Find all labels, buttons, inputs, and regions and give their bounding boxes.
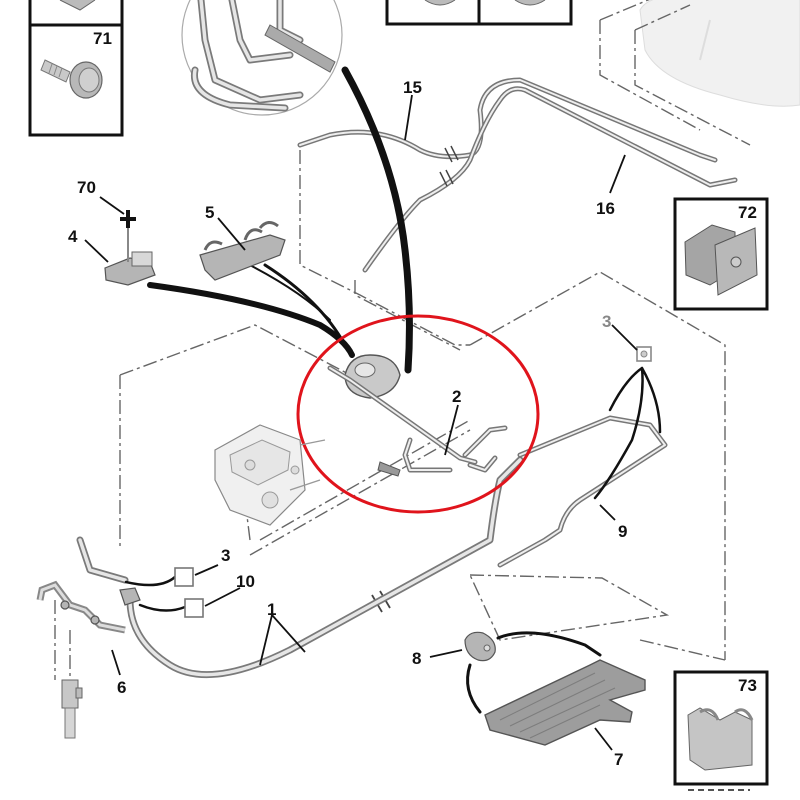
callout-label-8: 8 (412, 649, 421, 668)
inset-boxes-top-center (385, 0, 573, 26)
injector (61, 679, 83, 739)
under-tray-7[interactable] (484, 659, 646, 746)
callout-label-16: 16 (596, 199, 615, 218)
fastener-pin-70[interactable] (120, 210, 136, 262)
callout-label-72: 72 (738, 203, 757, 222)
connector-clip-3-right[interactable] (636, 346, 652, 362)
callout-label-2: 2 (452, 387, 461, 406)
bolt-icon (40, 59, 103, 99)
injector-pipe-group[interactable] (76, 536, 187, 612)
double-pipe-clip-icon (687, 707, 754, 771)
inset-box-71[interactable]: 71 (28, 23, 124, 137)
callout-label-70: 70 (77, 178, 96, 197)
tank-pipe-16[interactable] (362, 86, 738, 273)
callout-label-5: 5 (205, 203, 214, 222)
callout-label-9: 9 (618, 522, 627, 541)
callout-labels: 70 4 5 15 16 2 3 10 1 6 9 8 7 3 (68, 78, 627, 769)
return-pipe-9[interactable] (497, 366, 668, 568)
injector-return-pipe-6[interactable] (36, 580, 126, 634)
inset-box-72[interactable]: 72 (673, 197, 769, 311)
fuel-tank (639, 0, 800, 107)
callout-label-1: 1 (267, 600, 276, 619)
fuel-pump (214, 424, 326, 526)
callout-label-73: 73 (738, 676, 757, 695)
inset-box-top-partial (28, 0, 124, 27)
callout-label-10: 10 (236, 572, 255, 591)
harness-clip-4[interactable] (104, 251, 156, 286)
pipe-bracket-5[interactable] (199, 221, 286, 281)
connector-clip-10[interactable] (184, 598, 204, 618)
callout-label-4: 4 (68, 227, 78, 246)
callout-label-71: 71 (93, 29, 112, 48)
grommet-8[interactable] (464, 631, 496, 662)
grommet-cable (496, 631, 602, 657)
highlight-ellipse (296, 314, 540, 514)
callout-label-6: 6 (117, 678, 126, 697)
black-wires (147, 66, 413, 374)
inset-box-73[interactable]: 73 (673, 670, 769, 791)
callout-label-3: 3 (221, 546, 230, 565)
callout-label-15: 15 (403, 78, 422, 97)
fuel-pipe-1[interactable] (126, 456, 524, 679)
callout-label-7: 7 (614, 750, 623, 769)
detail-circle (181, 0, 343, 116)
injector-wiring-harness-2[interactable] (327, 354, 508, 477)
square-nut-clip-icon (684, 224, 758, 296)
dashed-outlines (54, 0, 751, 680)
leader-lines (84, 94, 638, 751)
connector-clip-3[interactable] (174, 567, 194, 587)
grommet-cable-lower (466, 663, 482, 714)
callout-label-3-right: 3 (602, 312, 611, 331)
